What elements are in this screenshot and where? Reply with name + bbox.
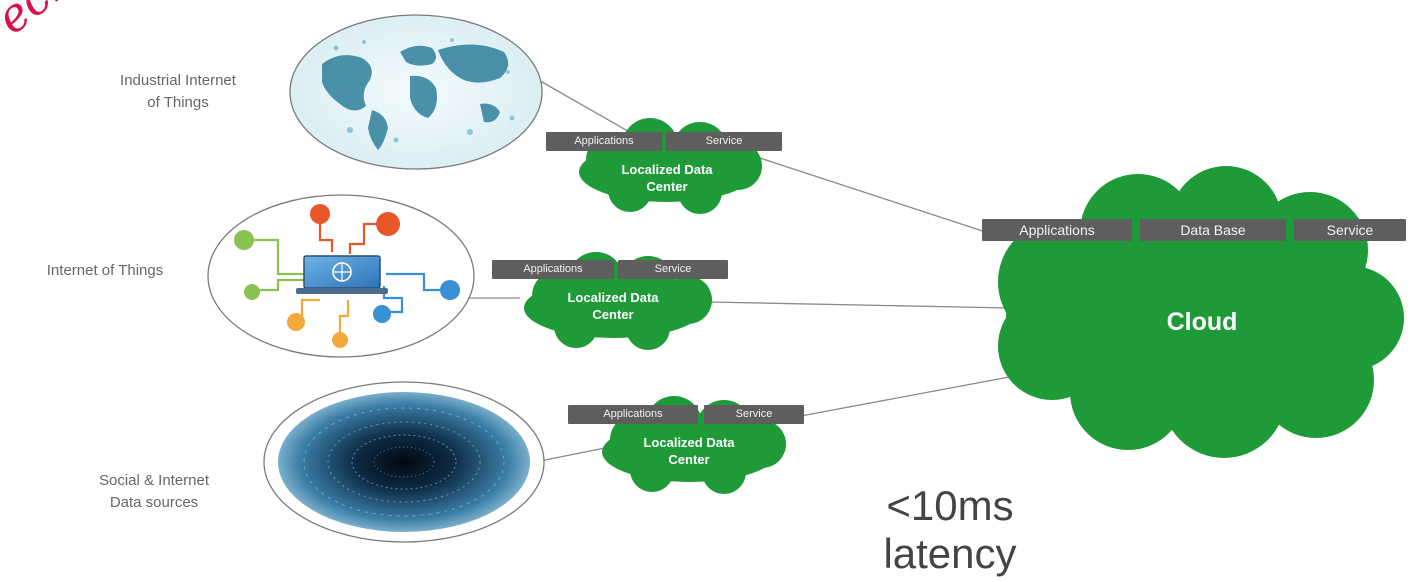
ldc1-applications-tag: Applications [546,132,662,151]
connector-iiot-to-ldc1 [534,77,641,139]
latency-text: <10ms latency [883,482,1017,577]
cloud-applications-tag: Applications [982,219,1132,241]
world-map-icon [289,14,543,170]
connector-ldc2-to-cloud [709,301,1011,309]
laptop-network-icon [207,194,475,358]
ldc1-label: Localized Data Center [621,162,713,194]
source-label-social: Social & Internet Data sources [98,472,210,511]
ldc3-applications-tag: Applications [568,405,698,424]
main-cloud-shape [998,166,1404,458]
data-tunnel-icon [263,381,545,543]
ldc3-label: Localized Data Center [643,435,735,467]
connector-lines [462,77,1021,463]
connector-ldc1-to-cloud [759,157,1011,241]
cloud-database-tag: Data Base [1140,219,1286,241]
source-label-iiot: Industrial Internet of Things [120,72,236,111]
source-label-iot: Internet of Things [46,262,164,279]
ldc2-label: Localized Data Center [567,290,659,322]
ldc3-service-tag: Service [704,405,804,424]
cloud-service-tag: Service [1294,219,1406,241]
connector-social-to-ldc3 [534,447,606,463]
ldc2-applications-tag: Applications [492,260,614,279]
ldc2-service-tag: Service [618,260,728,279]
connector-ldc3-to-cloud [789,374,1021,419]
ldc1-service-tag: Service [666,132,782,151]
cloud-label: Cloud [1166,308,1238,336]
